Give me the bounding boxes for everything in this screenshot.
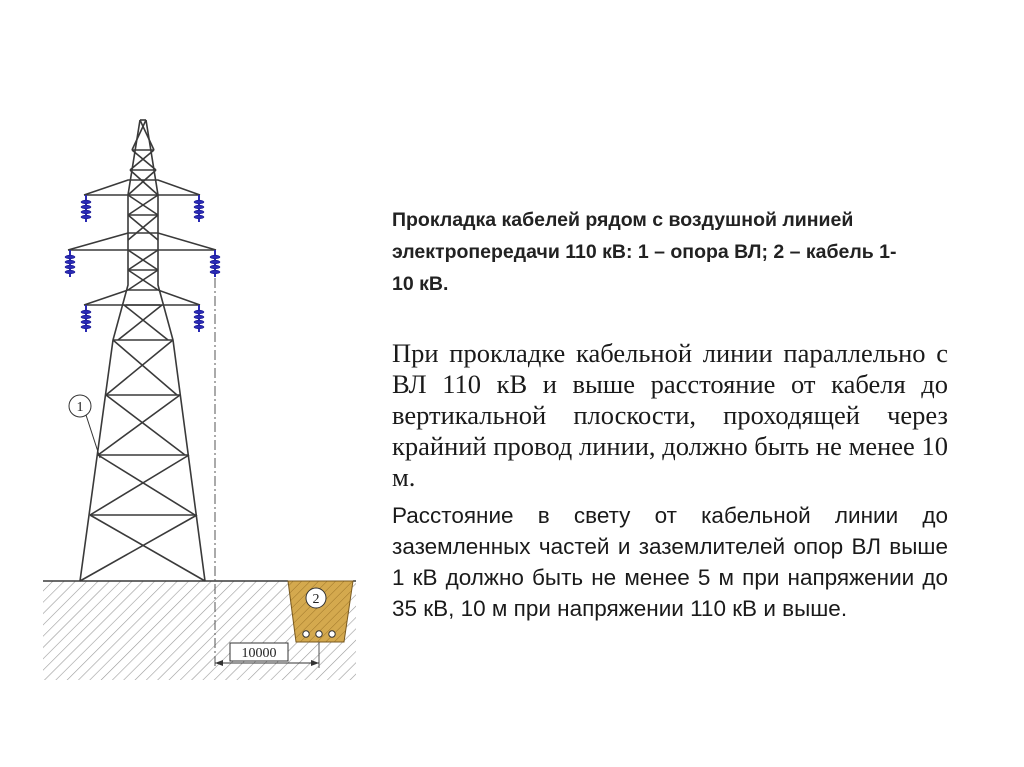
insulator-icon (193, 195, 205, 222)
insulator-icon (209, 250, 221, 277)
cable-trench (287, 580, 354, 643)
insulator-icon (193, 305, 205, 332)
cable-core (328, 630, 336, 638)
paragraph-clearance-distance: Расстояние в свету от кабельной линии до… (392, 503, 948, 621)
cable-callout: 2 (305, 587, 327, 609)
dimension-label: 10000 (242, 646, 277, 661)
insulator-icon (64, 250, 76, 277)
insulator-icon (80, 195, 92, 222)
cable-core (302, 630, 310, 638)
cable-core (315, 630, 323, 638)
insulator-icon (80, 305, 92, 332)
distance-dimension: 10000 (215, 642, 320, 668)
figure-caption: Прокладка кабелей рядом с воздушной лини… (392, 209, 897, 295)
insulators (64, 195, 221, 332)
power-line-diagram: 2 (43, 119, 356, 680)
tower-label: 1 (77, 400, 84, 415)
paragraph-parallel-distance: При прокладке кабельной линии параллельн… (392, 338, 948, 492)
cable-label: 2 (313, 592, 320, 607)
transmission-tower (67, 119, 217, 582)
tower-callout: 1 (68, 394, 101, 459)
